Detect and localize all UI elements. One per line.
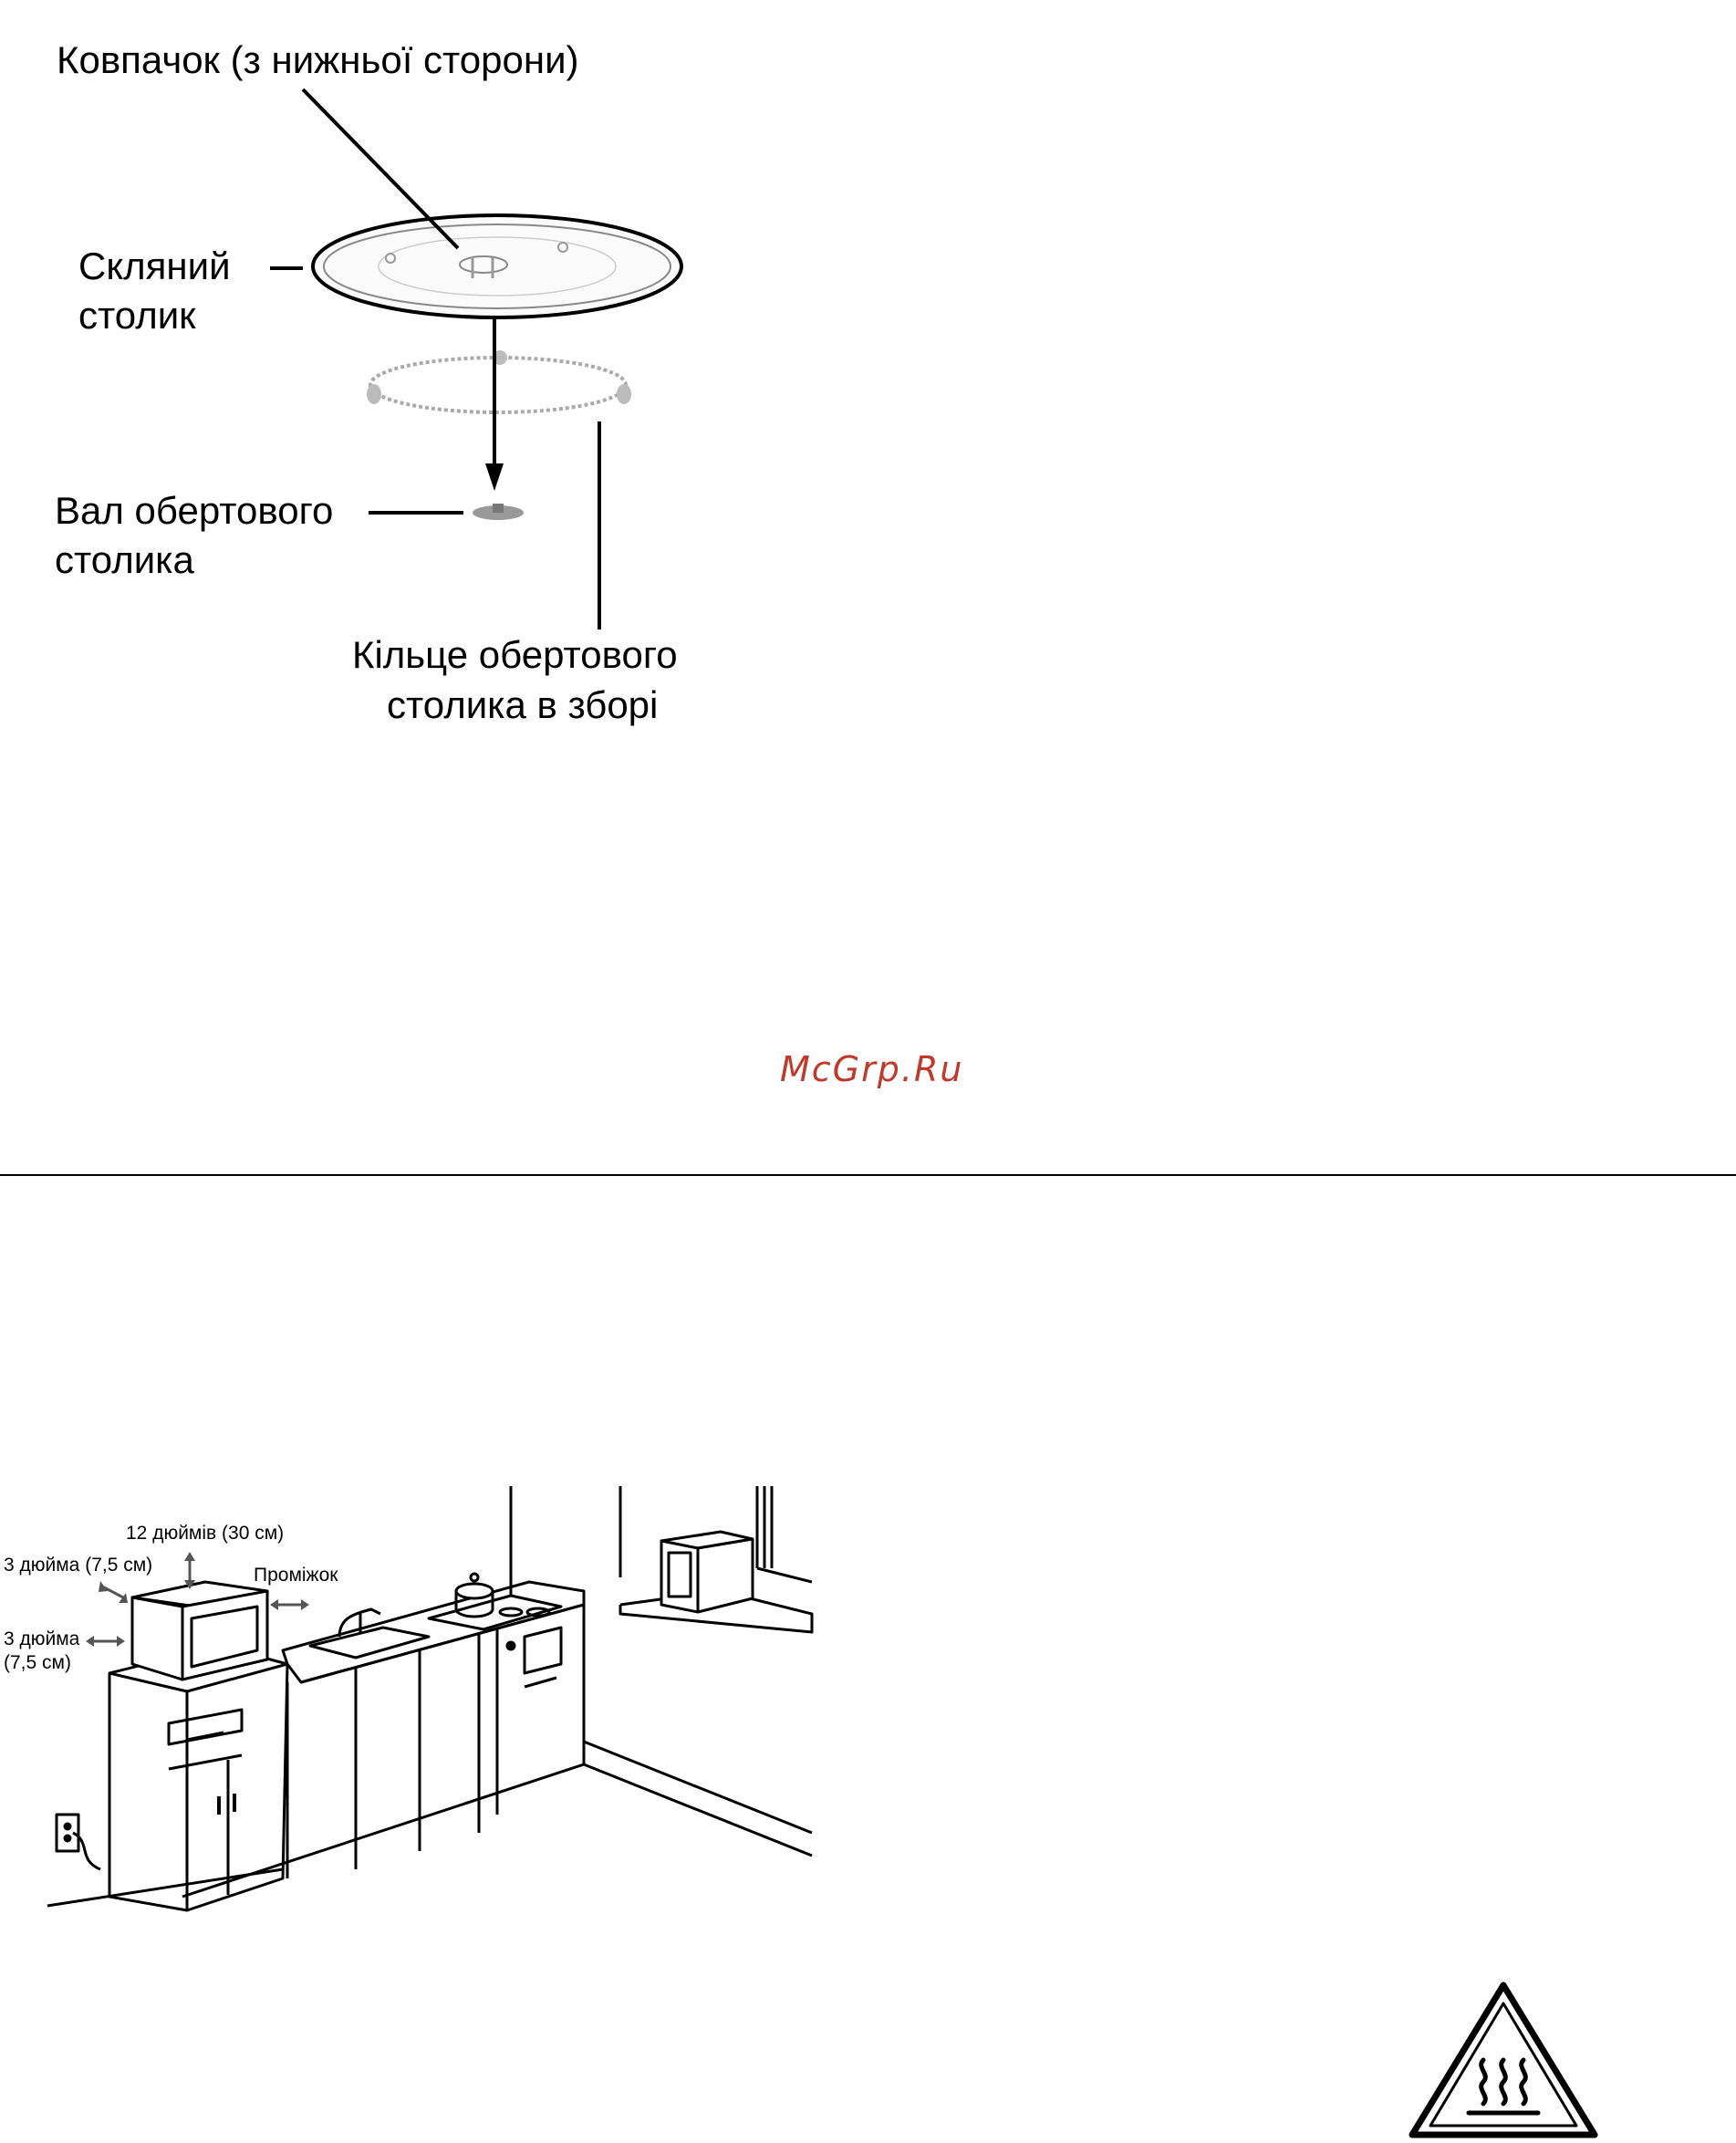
back-clearance-label-line1: 3 дюйма [4,1628,79,1651]
wall-socket [57,1815,100,1869]
glass-tray-label-line1: Скляний [78,241,231,291]
cap-leader-line [303,89,458,248]
microwave-on-windowsill [661,1532,753,1612]
ring-label-line2: столика в зборі [387,680,658,730]
watermark-text: McGrp.Ru [780,1049,963,1089]
back-clearance-label-line2: (7,5 см) [4,1651,71,1675]
glass-tray-drawing [313,215,681,317]
gap-label: Проміжок [254,1564,338,1587]
side-clearance-label: 3 дюйма (7,5 см) [4,1554,152,1577]
glass-tray-label-line2: столик [78,290,196,340]
shaft-drawing [473,504,524,520]
turntable-diagram [0,0,1736,912]
assembly-arrow [485,319,504,491]
top-clearance-label: 12 дюймів (30 см) [126,1522,284,1545]
shaft-label-line1: Вал обертового [55,485,333,536]
ring-label-line1: Кільце обертового [352,629,678,680]
cap-label: Ковпачок (з нижньої сторони) [57,35,579,85]
shaft-label-line2: столика [55,535,194,585]
microwave-on-counter [132,1582,267,1680]
roller-ring-drawing [367,350,631,412]
hot-surface-warning-icon [1403,1978,1604,2142]
